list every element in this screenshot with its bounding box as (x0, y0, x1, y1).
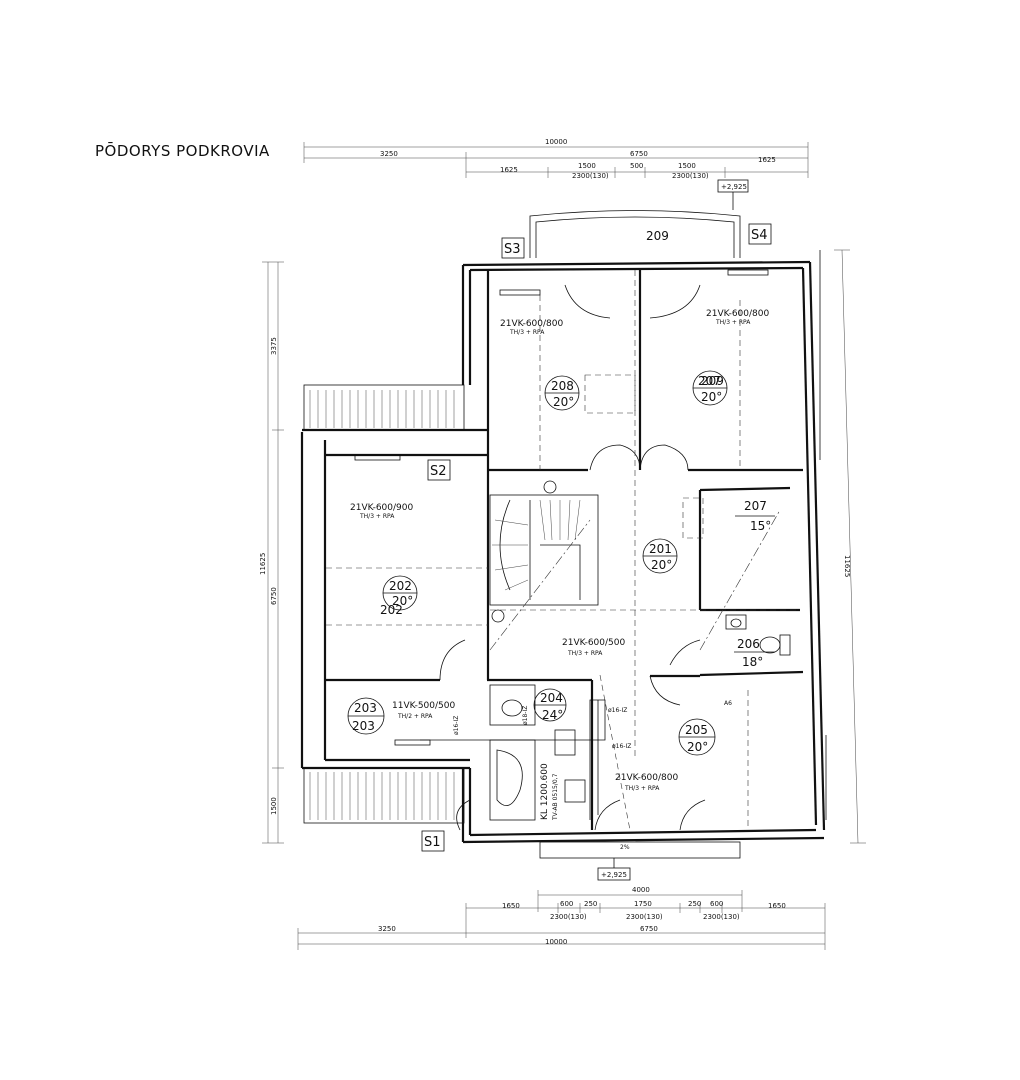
room-202-temp: 20° (392, 594, 413, 608)
roof-hatch-upper-left (303, 384, 465, 431)
bath-heater-main: KL 1200.600 (540, 763, 550, 820)
pipe-label-3: ø18-IZ (522, 706, 529, 725)
pipe-label-slope: 2% (620, 844, 630, 851)
bath-heater-label: KL 1200.600 TV-AB 0515/0,7 (540, 763, 559, 821)
radiator-labels: 21VK-600/800 TH/3 + RPA 21VK-600/800 TH/… (350, 309, 769, 792)
dim-left-overall: 11625 (259, 553, 267, 575)
room-201-temp: 20° (651, 558, 672, 572)
room-206-num: 206 (737, 637, 760, 651)
room-205-num: 205 (685, 723, 708, 737)
dim-top-win2: 2300(130) (672, 172, 709, 180)
room-208-num: 208 (551, 379, 574, 393)
level-marker-top: +2,925 (717, 179, 749, 210)
dim-top-seg5: 1625 (758, 156, 776, 164)
dim-bottom-seg3: 250 (584, 900, 597, 908)
dim-bottom-win2: 2300(130) (626, 913, 663, 921)
dim-bottom-overall: 10000 (545, 938, 567, 946)
rad-202-sub: TH/3 + RPA (359, 513, 395, 520)
staircase (489, 494, 599, 606)
right-dimensions: 11625 (819, 249, 866, 844)
rad-205-label: 21VK-600/800 (615, 773, 678, 783)
room-206-temp: 18° (742, 655, 763, 669)
bottom-balcony: +2,925 (539, 841, 741, 881)
roof-hatch-lower-left (303, 767, 465, 824)
dim-bottom-seg1: 1650 (502, 902, 520, 910)
dim-top-seg1: 1625 (500, 166, 518, 174)
dim-bottom-left: 3250 (378, 925, 396, 933)
bath-heater-sub: TV-AB 0515/0,7 (552, 773, 559, 821)
room-203-num: 203 (354, 701, 377, 715)
dim-top-seg3: 500 (630, 162, 643, 170)
tag-s3: S3 (504, 242, 521, 257)
pipe-runs (420, 699, 606, 820)
dim-top-overall: 10000 (545, 138, 567, 146)
tag-s1: S1 (424, 835, 441, 850)
level-top-label: +2,925 (721, 183, 747, 191)
section-tags: S3 S4 S2 S1 (421, 223, 772, 852)
dim-bottom-seg7: 1650 (768, 902, 786, 910)
dim-bottom-right: 6750 (640, 925, 658, 933)
rad-208-label: 21VK-600/800 (500, 319, 563, 329)
dim-top-seg2: 1500 (578, 162, 596, 170)
room-204-num: 204 (540, 691, 563, 705)
rad-201-sub: TH/3 + RPA (567, 650, 603, 657)
room-207b-temp: 20° (701, 390, 722, 404)
room-201-num: 201 (649, 542, 672, 556)
slope-lines (326, 270, 800, 831)
top-dimensions: 10000 3250 6750 1625 1500 500 1500 1625 … (303, 138, 809, 180)
bottom-dimensions: 4000 1650 600 250 1750 250 600 1650 2300… (297, 886, 826, 950)
room-207b-num: 207 (698, 374, 721, 388)
rad-205-sub: TH/3 + RPA (624, 785, 660, 792)
room-208-temp: 20° (553, 395, 574, 409)
pipe-label-a6: A6 (724, 700, 732, 707)
room-207-temp: 15° (750, 519, 771, 533)
dim-bottom-seg5: 250 (688, 900, 701, 908)
rad-207b-label: 21VK-600/800 (706, 309, 769, 319)
dim-left-bottom: 1500 (270, 797, 278, 815)
pipe-label-group: ø16-IZ ø16-IZ ø18-IZ ø16-IZ A6 2% (453, 700, 732, 851)
room-209-label: 209 (646, 229, 669, 243)
dim-bottom-seg2: 600 (560, 900, 573, 908)
pipe-label-1: ø16-IZ (608, 707, 627, 714)
dim-top-right: 6750 (630, 150, 648, 158)
sanitary-fixtures (489, 614, 791, 821)
room-203-dup: 203 (352, 719, 375, 733)
doors (439, 284, 706, 831)
room-labels: 208 20° 207 209 20° 207 15° 201 20° 202 … (347, 370, 775, 756)
dim-top-seg4: 1500 (678, 162, 696, 170)
room-207b-overprint: 209 (701, 374, 724, 388)
dim-bottom-seg6: 600 (710, 900, 723, 908)
plan-title: PŌDORYS PODKROVIA (95, 142, 270, 160)
dim-bottom-win3: 2300(130) (703, 913, 740, 921)
rad-201-label: 21VK-600/500 (562, 638, 625, 648)
interior-walls (325, 270, 804, 830)
dim-bottom-top-span: 4000 (632, 886, 650, 894)
dim-top-left: 3250 (380, 150, 398, 158)
pipe-label-4: ø16-IZ (453, 716, 460, 735)
dim-bottom-win1: 2300(130) (550, 913, 587, 921)
dim-top-win1: 2300(130) (572, 172, 609, 180)
dim-left-middle: 6750 (270, 587, 278, 605)
dim-right-overall: 11625 (843, 555, 851, 577)
tag-s4: S4 (751, 228, 768, 243)
tag-s2: S2 (430, 464, 447, 479)
room-204-temp: 24° (542, 708, 563, 722)
room-207-num: 207 (744, 499, 767, 513)
left-dimensions: 11625 3375 6750 1500 (259, 261, 284, 844)
rad-202-label: 21VK-600/900 (350, 503, 413, 513)
pipe-label-2: ø16-IZ (612, 743, 631, 750)
rad-203-label: 11VK-500/500 (392, 701, 455, 711)
rad-203-sub: TH/2 + RPA (397, 713, 433, 720)
rad-208-sub: TH/3 + RPA (509, 329, 545, 336)
room-202-dup: 202 (380, 603, 403, 617)
level-bottom-label: +2,925 (601, 871, 627, 879)
rad-207b-sub: TH/3 + RPA (715, 319, 751, 326)
balcony-209: 209 (529, 210, 741, 258)
dim-left-top: 3375 (270, 337, 278, 355)
radiator-symbols (354, 269, 769, 803)
room-202-num: 202 (389, 579, 412, 593)
dim-bottom-seg4: 1750 (634, 900, 652, 908)
room-205-temp: 20° (687, 740, 708, 754)
